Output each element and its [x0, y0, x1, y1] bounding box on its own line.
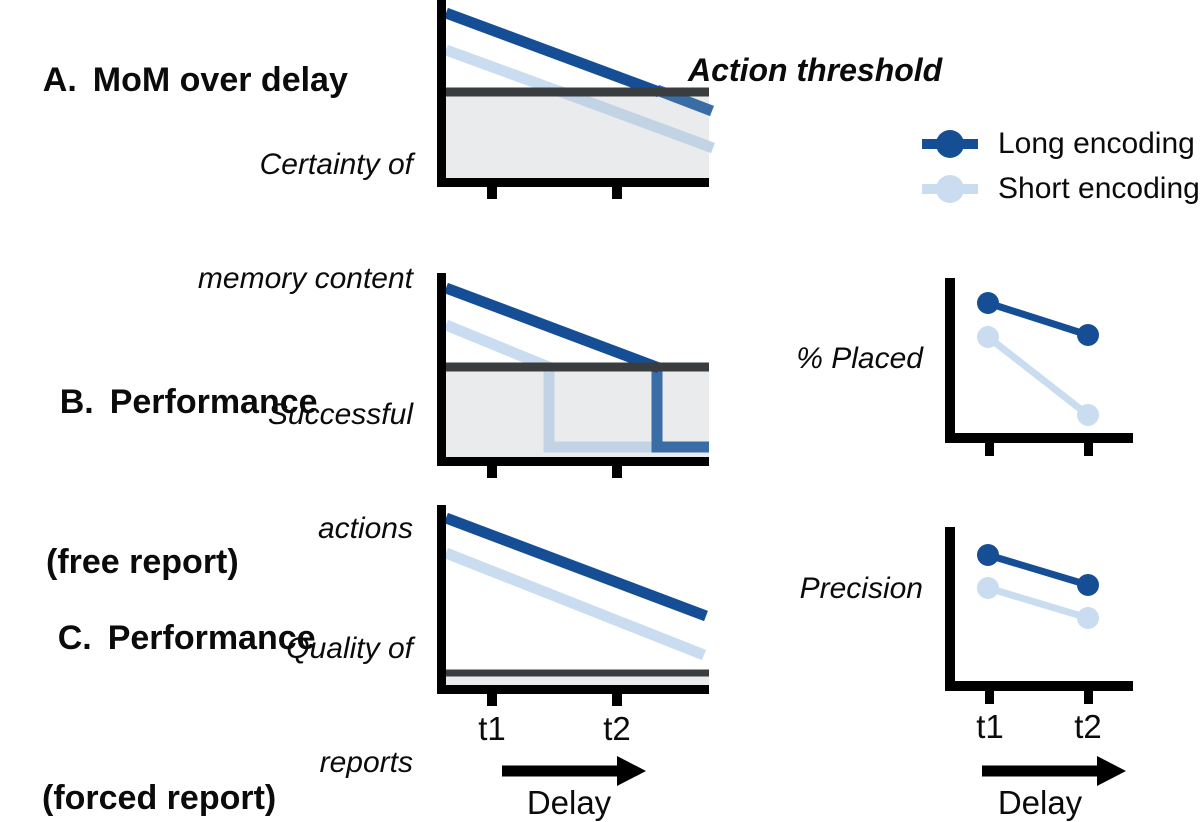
precision-short-line: [986, 584, 1090, 622]
panel-c-tick-t2: [612, 694, 622, 706]
delay-arrow-right-head: [1097, 756, 1126, 786]
right-tick-label-t1: t1: [976, 708, 1004, 745]
pct-placed-short-t2-point: [1077, 404, 1099, 426]
panel-c-tick-t1: [487, 694, 497, 706]
panel-c-right-y-axis: [945, 527, 955, 691]
left-tick-label-t2: t2: [603, 710, 631, 747]
panel-b-plot: [437, 273, 709, 478]
pct-placed-long-t1-point: [977, 292, 999, 314]
panel-a-title: A.MoM over delay: [42, 61, 348, 99]
pct-placed-long-line: [986, 299, 1090, 339]
panel-c-y-axis: [437, 505, 446, 694]
precision-long-t2-point: [1077, 574, 1099, 596]
pct-placed-long-t2-point: [1077, 324, 1099, 346]
panel-a-long-line: [444, 7, 661, 98]
panel-c-right-tick-t1: [985, 691, 994, 704]
panel-b-x-axis: [437, 457, 709, 466]
panel-b-tick-t1: [487, 466, 497, 478]
panel-c-x-axis: [437, 685, 709, 694]
panel-b-right-tick-t1: [985, 443, 994, 456]
panel-b-ylabel: Successful actions: [267, 398, 413, 545]
panel-a-short-line: [444, 44, 563, 98]
panel-a-tick-t2: [612, 187, 622, 199]
panel-c-right-plot: [945, 527, 1133, 704]
delay-arrow-right: [982, 756, 1126, 786]
legend-short-marker: [936, 175, 964, 203]
panel-c-label: C.: [57, 619, 92, 657]
left-tick-label-t1: t1: [478, 710, 506, 747]
pct-placed-label: % Placed: [796, 342, 923, 375]
legend-long-label: Long encoding: [998, 127, 1195, 160]
panel-c-plot: [437, 505, 709, 706]
precision-short-t1-point: [977, 577, 999, 599]
delay-arrow-left: [502, 756, 646, 786]
panel-b-long-drop-line: [651, 367, 709, 453]
panel-b-label: B.: [59, 383, 94, 421]
panel-c-subtitle: (forced report): [42, 779, 277, 817]
panel-a-y-axis: [437, 0, 446, 187]
pct-placed-short-t1-point: [977, 326, 999, 348]
pct-placed-short-line: [985, 334, 1091, 418]
legend-short-label: Short encoding: [998, 172, 1200, 205]
panel-b-short-line: [443, 319, 554, 374]
panel-a-tick-t1: [487, 187, 497, 199]
precision-label: Precision: [799, 572, 923, 605]
left-delay-label: Delay: [526, 784, 612, 821]
precision-long-t1-point: [977, 544, 999, 566]
action-threshold-label: Action threshold: [688, 52, 943, 88]
panel-b-right-x-axis: [945, 433, 1133, 443]
right-tick-label-t2: t2: [1074, 708, 1102, 745]
panel-c-long-line: [444, 512, 708, 622]
panel-b-long-line: [444, 282, 661, 374]
panel-c-ylabel: Quality of reports: [286, 632, 413, 779]
panel-c-short-line: [443, 547, 707, 661]
right-delay-label: Delay: [997, 784, 1083, 821]
panel-c-threshold-shading: [446, 676, 709, 685]
panel-b-y-axis: [437, 273, 446, 466]
panel-b-subtitle: (free report): [46, 543, 239, 581]
legend-long-marker: [936, 130, 964, 158]
panel-b-right-y-axis: [945, 278, 955, 443]
panel-a-x-axis: [437, 178, 709, 187]
panel-a-short-line-below-threshold: [557, 85, 715, 154]
panel-b-tick-t2: [612, 466, 622, 478]
panel-c-title: C.Performance (forced report): [42, 619, 316, 817]
precision-short-t2-point: [1077, 607, 1099, 629]
panel-a-plot: [437, 0, 715, 199]
precision-long-line: [986, 551, 1090, 589]
legend-markers: [922, 130, 978, 203]
delay-arrow-left-head: [617, 756, 646, 786]
panel-a-label: A.: [42, 61, 77, 99]
panel-b-title: B.Performance (free report): [46, 383, 318, 581]
panel-c-right-x-axis: [945, 681, 1133, 691]
panel-b-right-plot: [945, 278, 1133, 456]
panel-a-ylabel: Certainty of memory content: [197, 148, 413, 295]
panel-c-right-tick-t2: [1084, 691, 1093, 704]
panel-b-right-tick-t2: [1084, 443, 1093, 456]
